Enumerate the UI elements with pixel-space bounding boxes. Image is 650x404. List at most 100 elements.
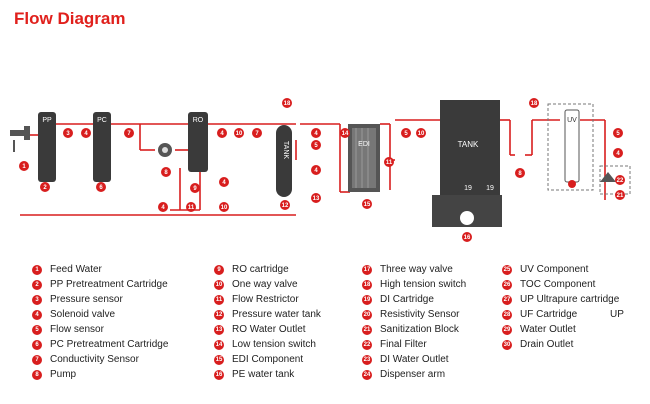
marker-10c: 10 [416, 128, 426, 138]
marker-7: 7 [124, 128, 134, 138]
legend-item: 4 Solenoid valve [32, 307, 168, 322]
legend-number-badge: 20 [362, 309, 372, 320]
svg-text:3: 3 [66, 131, 70, 137]
marker-4c: 4 [219, 177, 229, 187]
marker-8: 8 [161, 167, 171, 177]
svg-text:8: 8 [518, 171, 522, 177]
marker-12: 12 [280, 200, 290, 210]
pp-label: PP [42, 117, 52, 124]
svg-text:1: 1 [22, 164, 26, 170]
pp-cartridge: PP [38, 112, 56, 182]
legend-label: UF Cartridge [520, 309, 578, 320]
legend-label: TOC Component [520, 279, 596, 290]
svg-text:10: 10 [418, 131, 425, 137]
legend-label: EDI Component [232, 354, 304, 365]
svg-text:11: 11 [386, 160, 393, 166]
legend-item: 17 Three way valve [362, 262, 466, 277]
svg-text:7: 7 [127, 131, 131, 137]
legend-label: RO cartridge [232, 264, 289, 275]
component-markers: 1 2 3 4 6 7 8 9 11 4 4 10 4 10 7 18 12 4… [19, 98, 625, 242]
legend-number-badge: 10 [214, 279, 224, 290]
tank-number-left: 19 [464, 185, 472, 192]
legend-label: Low tension switch [232, 339, 316, 350]
big-tank-label: TANK [458, 140, 479, 149]
legend-number-badge: 19 [362, 294, 372, 305]
uv-up-section: UV [547, 103, 631, 195]
legend-number-badge: 25 [502, 264, 512, 275]
legend-number-badge: 22 [362, 339, 372, 350]
legend-number-badge: 21 [362, 324, 372, 335]
legend-label: Flow sensor [50, 324, 104, 335]
svg-text:4: 4 [84, 131, 88, 137]
legend-label: UP Ultrapure cartridge [520, 294, 620, 305]
svg-text:21: 21 [617, 193, 624, 199]
legend-number-badge: 1 [32, 264, 42, 275]
legend-number-badge: 7 [32, 354, 42, 365]
flow-diagram: PP PC RO TANK EDI TANK 19 19 [10, 98, 631, 242]
svg-text:22: 22 [617, 178, 624, 184]
legend-number-badge: 12 [214, 309, 224, 320]
legend-item: 10 One way valve [214, 277, 321, 292]
legend-number-badge: 18 [362, 279, 372, 290]
legend-number-badge: 11 [214, 294, 224, 305]
tank-number-right: 19 [486, 185, 494, 192]
legend-number-badge: 8 [32, 369, 42, 380]
legend-label: Pressure sensor [50, 294, 123, 305]
svg-text:8: 8 [164, 170, 168, 176]
marker-4b: 4 [158, 202, 168, 212]
marker-18b: 18 [529, 98, 539, 108]
legend-label: Water Outlet [520, 324, 576, 335]
svg-text:4: 4 [222, 180, 226, 186]
marker-4f: 4 [311, 165, 321, 175]
legend-item: 27 UP Ultrapure cartridge [502, 292, 619, 307]
svg-text:5: 5 [404, 131, 408, 137]
legend-number-badge: 27 [502, 294, 512, 305]
small-tank-label: TANK [282, 141, 289, 159]
marker-22: 22 [615, 175, 625, 185]
legend-label: Feed Water [50, 264, 102, 275]
legend-label: Pressure water tank [232, 309, 321, 320]
marker-4d: 4 [217, 128, 227, 138]
legend-label: One way valve [232, 279, 298, 290]
marker-14: 14 [340, 128, 350, 138]
marker-5a: 5 [311, 140, 321, 150]
legend-label: PP Pretreatment Cartridge [50, 279, 168, 290]
svg-text:10: 10 [221, 205, 228, 211]
svg-text:4: 4 [220, 131, 224, 137]
legend-label: RO Water Outlet [232, 324, 306, 335]
page-title: Flow Diagram [14, 9, 126, 28]
svg-text:18: 18 [531, 101, 538, 107]
legend-number-badge: 15 [214, 354, 224, 365]
svg-text:16: 16 [464, 235, 471, 241]
marker-9: 9 [190, 183, 200, 193]
marker-16: 16 [462, 232, 472, 242]
legend-number-badge: 4 [32, 309, 42, 320]
legend-number-badge: 29 [502, 324, 512, 335]
pc-label: PC [97, 117, 107, 124]
marker-7b: 7 [252, 128, 262, 138]
pc-cartridge: PC [93, 112, 111, 182]
legend-label: Sanitization Block [380, 324, 459, 335]
marker-1: 1 [19, 161, 29, 171]
svg-text:18: 18 [284, 101, 291, 107]
svg-text:5: 5 [616, 131, 620, 137]
legend-item: 1 Feed Water [32, 262, 168, 277]
legend-number-badge: 17 [362, 264, 372, 275]
legend-item: 21 Sanitization Block [362, 322, 466, 337]
marker-13: 13 [311, 193, 321, 203]
legend-label: Three way valve [380, 264, 453, 275]
legend-number-badge: 16 [214, 369, 224, 380]
pe-water-tank: TANK 19 19 [432, 100, 502, 227]
legend-number-badge: 5 [32, 324, 42, 335]
ro-cartridge: RO [188, 112, 208, 172]
svg-text:13: 13 [313, 196, 320, 202]
legend-label: Solenoid valve [50, 309, 116, 320]
